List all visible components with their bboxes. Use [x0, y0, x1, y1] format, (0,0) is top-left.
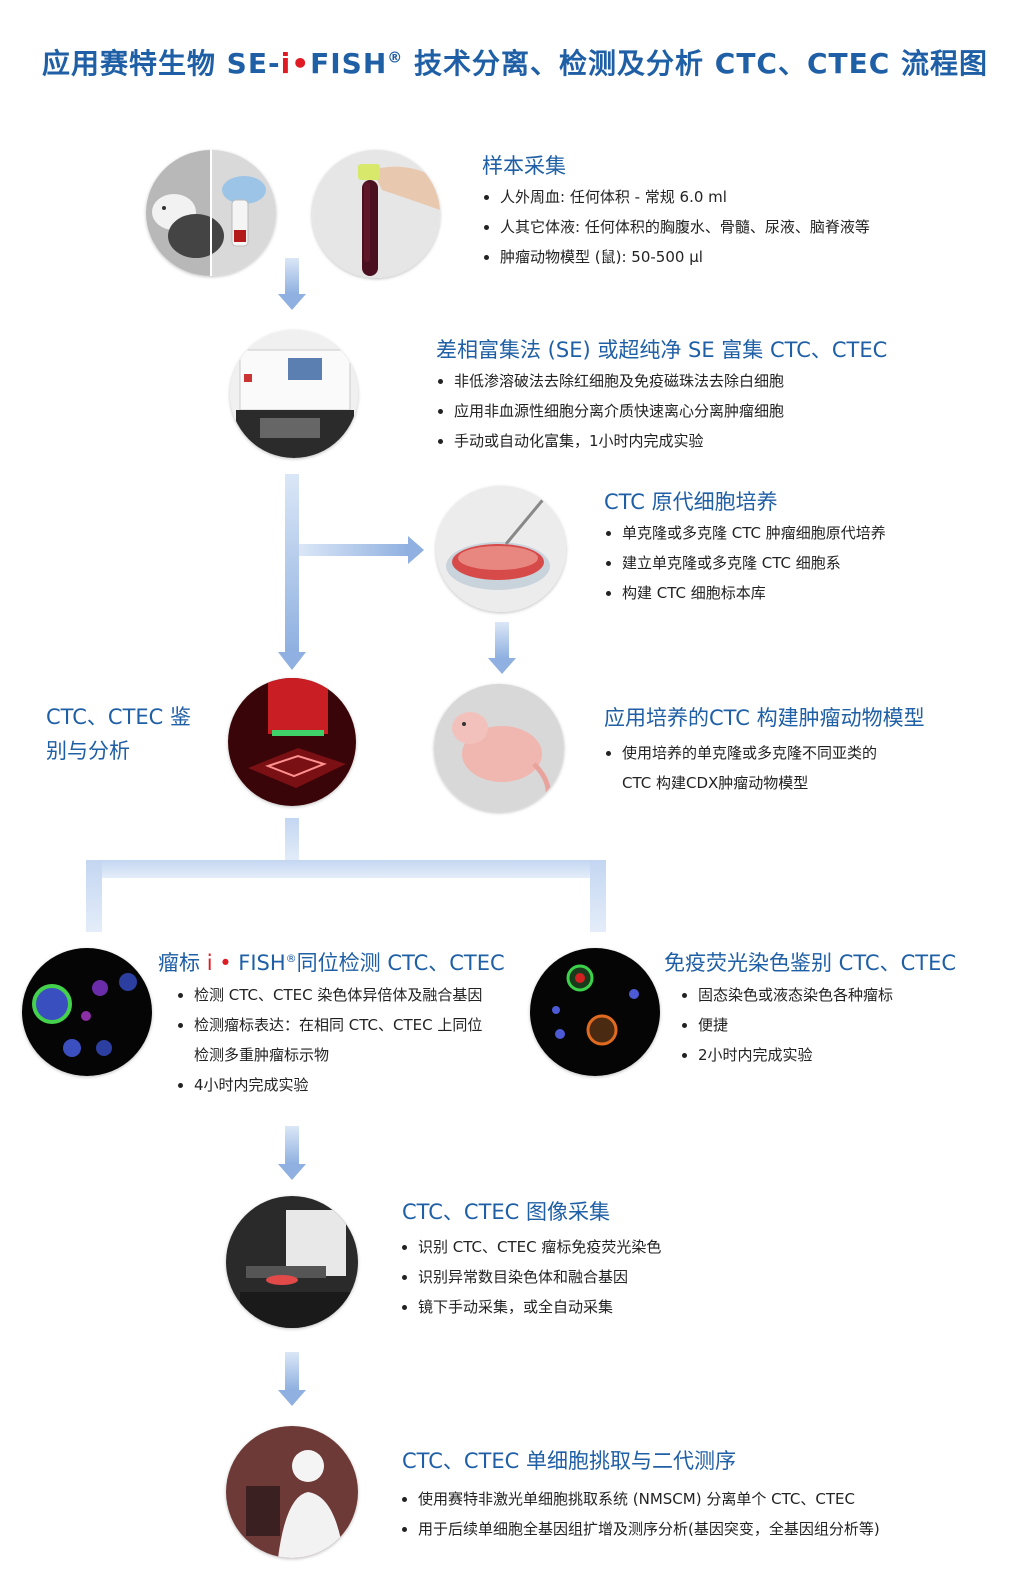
immunofluorescence-photo: [530, 948, 660, 1076]
ifish-heading: 瘤标 i • FISH®同位检测 CTC、CTEC: [158, 947, 505, 977]
list-item: 使用培养的单克隆或多克隆不同亚类的: [604, 738, 877, 768]
arrow-down-culture: [488, 622, 516, 674]
list-item: 检测瘤标表达：在相同 CTC、CTEC 上同位: [176, 1010, 482, 1040]
identify-label: CTC、CTEC 鉴 别与分析: [46, 700, 191, 768]
single-cell-heading: CTC、CTEC 单细胞挑取与二代测序: [402, 1445, 736, 1475]
model-list: 使用培养的单克隆或多克隆不同亚类的 CTC 构建CDX肿瘤动物模型: [604, 738, 877, 798]
immuno-heading: 免疫荧光染色鉴别 CTC、CTEC: [664, 947, 956, 977]
ifish-list: 检测 CTC、CTEC 染色体异倍体及融合基因 检测瘤标表达：在相同 CTC、C…: [176, 980, 482, 1100]
list-item: 非低渗溶破法去除红细胞及免疫磁珠法去除白细胞: [436, 366, 784, 396]
immuno-list: 固态染色或液态染色各种瘤标 便捷 2小时内完成实验: [680, 980, 893, 1070]
enrich-list: 非低渗溶破法去除红细胞及免疫磁珠法去除白细胞 应用非血源性细胞分离介质快速离心分…: [436, 366, 784, 456]
list-item: 镜下手动采集，或全自动采集: [400, 1292, 661, 1322]
arrow-down-1: [278, 258, 306, 310]
culture-heading: CTC 原代细胞培养: [604, 486, 778, 516]
list-item: 肿瘤动物模型 (鼠): 50-500 µl: [482, 242, 870, 272]
model-heading: 应用培养的CTC 构建肿瘤动物模型: [604, 702, 925, 732]
list-item: 应用非血源性细胞分离介质快速离心分离肿瘤细胞: [436, 396, 784, 426]
identify-label-line1: CTC、CTEC 鉴: [46, 700, 191, 734]
imaging-heading: CTC、CTEC 图像采集: [402, 1196, 610, 1226]
lab-technician-photo: [226, 1426, 358, 1558]
arrow-down-2: [278, 474, 306, 670]
microscope-laser-photo: [228, 678, 356, 806]
list-item: 构建 CTC 细胞标本库: [604, 578, 886, 608]
nude-mouse-photo: [434, 684, 564, 812]
list-item: 人其它体液: 任何体积的胸腹水、骨髓、尿液、脑脊液等: [482, 212, 870, 242]
list-item: 4小时内完成实验: [176, 1070, 482, 1100]
list-item: 用于后续单细胞全基因组扩增及测序分析(基因突变，全基因组分析等): [400, 1514, 880, 1544]
single-cell-list: 使用赛特非激光单细胞挑取系统 (NMSCM) 分离单个 CTC、CTEC 用于后…: [400, 1484, 880, 1544]
list-item: 手动或自动化富集，1小时内完成实验: [436, 426, 784, 456]
list-item: 2小时内完成实验: [680, 1040, 893, 1070]
list-item: 识别异常数目染色体和融合基因: [400, 1262, 661, 1292]
ifish-fluorescence-photo: [22, 948, 152, 1076]
list-item: CTC 构建CDX肿瘤动物模型: [604, 768, 877, 798]
imaging-list: 识别 CTC、CTEC 瘤标免疫荧光染色 识别异常数目染色体和融合基因 镜下手动…: [400, 1232, 661, 1322]
mouse-and-tube-photo: [146, 150, 276, 276]
list-item: 检测 CTC、CTEC 染色体异倍体及融合基因: [176, 980, 482, 1010]
list-item: 识别 CTC、CTEC 瘤标免疫荧光染色: [400, 1232, 661, 1262]
enrich-heading: 差相富集法 (SE) 或超纯净 SE 富集 CTC、CTEC: [436, 334, 887, 364]
petri-dish-photo: [436, 486, 566, 612]
list-item: 使用赛特非激光单细胞挑取系统 (NMSCM) 分离单个 CTC、CTEC: [400, 1484, 880, 1514]
list-item: 建立单克隆或多克隆 CTC 细胞系: [604, 548, 886, 578]
ifish-heading-i: i •: [207, 951, 239, 975]
enrichment-machine-photo: [230, 330, 358, 458]
list-item: 单克隆或多克隆 CTC 肿瘤细胞原代培养: [604, 518, 886, 548]
list-item: 固态染色或液态染色各种瘤标: [680, 980, 893, 1010]
sample-heading: 样本采集: [482, 150, 566, 180]
sample-list: 人外周血: 任何体积 - 常规 6.0 ml 人其它体液: 任何体积的胸腹水、骨…: [482, 182, 870, 272]
imaging-microscope-photo: [226, 1196, 358, 1328]
arrow-down-imaging: [278, 1126, 306, 1180]
branch-bracket: [86, 818, 606, 932]
arrow-right-culture: [299, 536, 424, 564]
culture-list: 单克隆或多克隆 CTC 肿瘤细胞原代培养 建立单克隆或多克隆 CTC 细胞系 构…: [604, 518, 886, 608]
blood-tube-photo: [312, 150, 440, 278]
arrow-down-single-cell: [278, 1352, 306, 1406]
list-item: 检测多重肿瘤标示物: [176, 1040, 482, 1070]
identify-label-line2: 别与分析: [46, 734, 191, 768]
list-item: 便捷: [680, 1010, 893, 1040]
list-item: 人外周血: 任何体积 - 常规 6.0 ml: [482, 182, 870, 212]
